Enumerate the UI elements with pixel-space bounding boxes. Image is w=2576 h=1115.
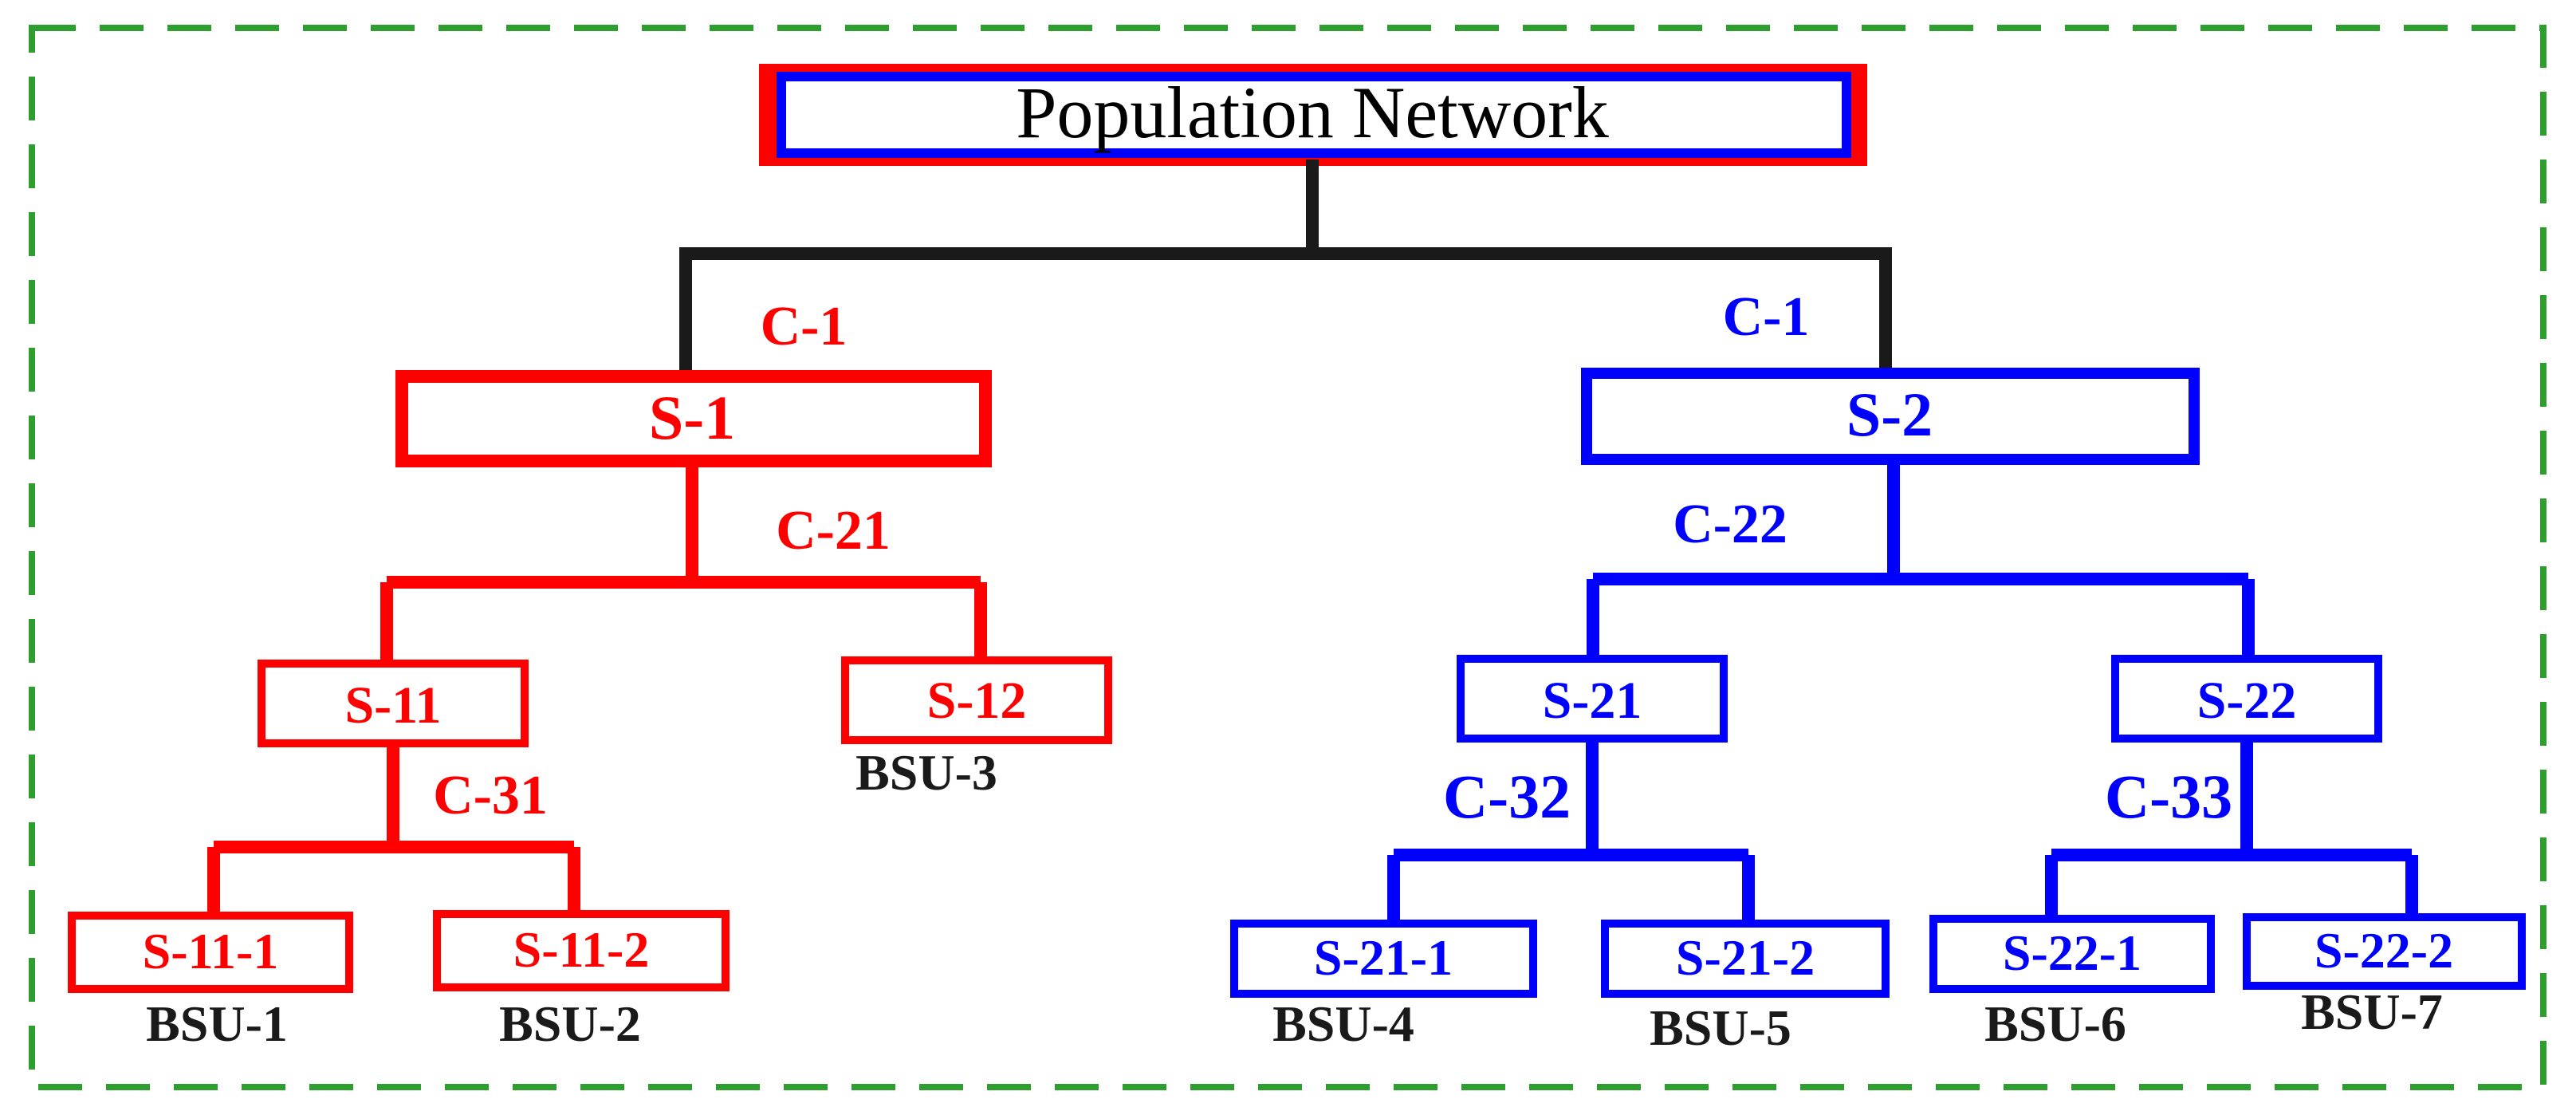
bsu-5-label: BSU-5 [1650, 999, 1791, 1056]
blue-level3-connectors-right [2045, 739, 2418, 919]
red-branch: C-1 S-1 C-21 S-11 S-12 BSU-3 C-31 S-11-1… [68, 296, 1112, 1052]
root-connectors [679, 160, 1892, 380]
node-s22-1-box [1929, 915, 2215, 993]
blue-c32-label: C-32 [1443, 762, 1571, 831]
node-s22-box [2111, 655, 2382, 743]
bsu-1-label: BSU-1 [146, 995, 288, 1052]
blue-level2-connectors [1587, 459, 2255, 659]
node-s21-1-box [1230, 920, 1537, 998]
node-s11-1-label: S-11-1 [143, 923, 279, 979]
node-s2-box [1581, 368, 2200, 465]
node-s11-2-label: S-11-2 [513, 921, 650, 978]
node-s22-label: S-22 [2197, 672, 2297, 730]
red-connector-label: C-1 [761, 296, 848, 357]
bsu-2-label: BSU-2 [499, 995, 641, 1052]
bsu-7-label: BSU-7 [2301, 983, 2443, 1040]
blue-level3-connectors-left [1387, 739, 1755, 924]
node-s21-box [1457, 655, 1728, 743]
red-level2-connectors [380, 461, 987, 662]
node-s22-2-label: S-22-2 [2314, 922, 2453, 979]
blue-connector-label: C-1 [1723, 286, 1810, 348]
bsu-6-label: BSU-6 [1984, 995, 2126, 1052]
node-s22-2-box [2243, 913, 2526, 990]
node-s21-label: S-21 [1543, 672, 1642, 730]
node-s12-label: S-12 [927, 672, 1027, 730]
node-s21-2-label: S-21-2 [1676, 929, 1815, 986]
red-c31-label: C-31 [433, 765, 548, 826]
node-s11-label: S-11 [344, 676, 441, 735]
node-s22-1-label: S-22-1 [2003, 924, 2141, 981]
node-s1-label: S-1 [649, 383, 735, 452]
node-s12-box [841, 656, 1112, 744]
red-level3-connectors [207, 743, 580, 916]
red-sub-connector-label: C-21 [776, 500, 891, 561]
outer-dashed-frame [29, 25, 2547, 1090]
root-node-inner-frame [777, 72, 1851, 158]
blue-c33-label: C-33 [2105, 762, 2232, 831]
blue-branch: C-1 S-2 C-22 S-21 S-22 C-32 C-3 [1230, 286, 2526, 1056]
node-s2-label: S-2 [1846, 380, 1933, 449]
root-node-label: Population Network [1016, 72, 1609, 153]
node-s11-2-box [433, 910, 730, 991]
bsu-3-label: BSU-3 [855, 744, 997, 801]
bsu-4-label: BSU-4 [1272, 995, 1414, 1052]
node-s11-1-box [68, 912, 353, 993]
node-s21-2-box [1601, 920, 1890, 998]
blue-sub-connector-label: C-22 [1673, 494, 1787, 555]
node-s21-1-label: S-21-1 [1314, 929, 1453, 986]
